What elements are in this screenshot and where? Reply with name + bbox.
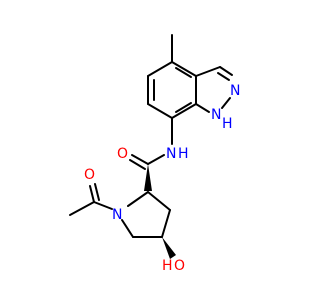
bond-carbonyl [129,159,146,170]
atom-n-indazole-bottom: N [211,107,221,123]
bond-pyrazole [195,66,221,77]
bond-acetyl [93,201,113,210]
bond-wedge-c4 [162,237,176,259]
bond-pyrazole [195,103,210,113]
atom-n-amide: N [166,146,176,162]
atom-h-indazole: H [222,116,233,132]
bond-ring [171,103,197,119]
molecule-structure: O N O N H N N H H O [69,34,240,274]
bond-pyrrolidine [121,219,134,238]
atom-h-hydroxyl: H [162,258,173,274]
bond-pyrazole-double [219,66,233,76]
atom-h-amide: H [178,146,189,162]
bond-aromatic-inner [175,102,192,113]
bond-carbonyl [131,154,149,165]
bond-ring [147,61,173,77]
bond-pyrrolidine [147,191,171,211]
bond-ring [147,103,173,119]
bond-acetyl-double [94,183,100,201]
bond-ring [171,61,197,77]
bond-pyrrolidine [127,191,149,207]
bond-acetyl-double [89,185,95,203]
bond-pyrazole [221,97,231,109]
bond-pyrrolidine [161,209,171,238]
atom-n-indazole-top: N [230,83,240,99]
atom-o-amide: O [117,146,128,162]
atom-n-pyrrolidine: N [112,207,122,223]
bond-amide-cn [147,154,165,165]
bond-aromatic-inner [175,67,192,78]
bond-acetyl [69,201,95,216]
atom-o-hydroxyl: O [174,258,185,274]
atom-o-acetyl: O [84,167,95,183]
bond-wedge-c2 [144,164,152,191]
bond-pyrazole-double [217,72,230,81]
